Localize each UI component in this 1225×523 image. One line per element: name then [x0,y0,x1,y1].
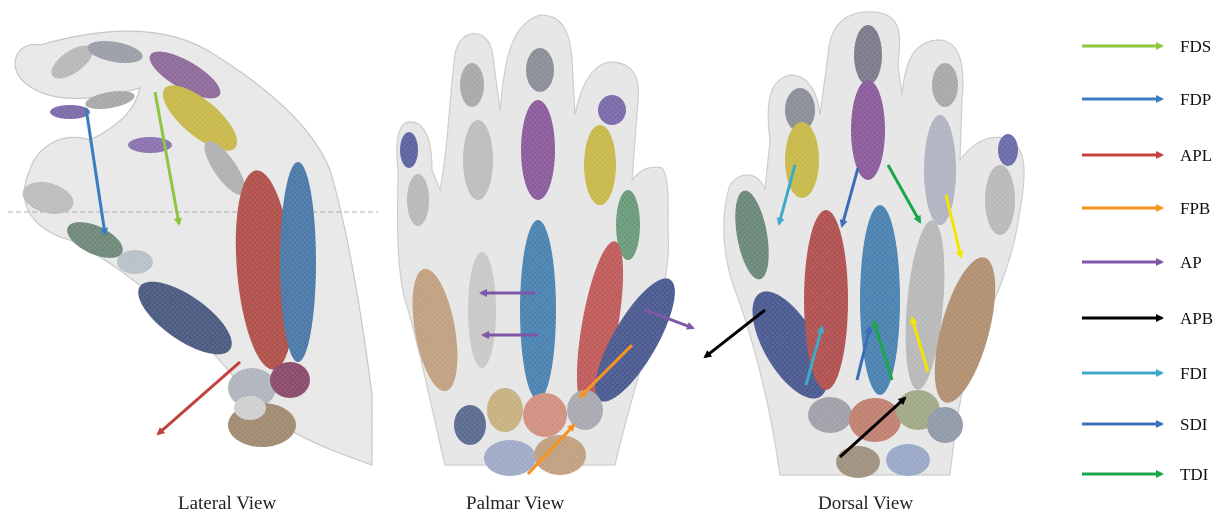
legend-label-apl: APL [1180,146,1212,165]
palmar-mesh-overlay [395,10,673,480]
legend-label-fds: FDS [1180,37,1211,56]
legend-label-ap: AP [1180,253,1202,272]
legend-label-sdi: SDI [1180,415,1208,434]
legend-item-apl: APL [1082,146,1212,165]
legend-item-fpb: FPB [1082,199,1210,218]
legend-item-tdi: TDI [1082,465,1209,484]
legend-label-tdi: TDI [1180,465,1209,484]
lateral-view-caption: Lateral View [178,493,276,515]
legend-label-apb: APB [1180,309,1213,328]
dorsal-view [705,10,1032,480]
legend-item-sdi: SDI [1082,415,1208,434]
palmar-view [395,10,693,480]
legend-item-ap: AP [1082,253,1202,272]
legend-item-fds: FDS [1082,37,1211,56]
legend-item-apb: APB [1082,309,1213,328]
legend-label-fpb: FPB [1180,199,1210,218]
legend-label-fdi: FDI [1180,364,1208,383]
dorsal-mesh-overlay [722,10,1032,480]
palmar-view-caption: Palmar View [466,493,564,515]
legend: FDS FDP APL FPB AP APB FDI SDI [1082,37,1213,484]
lateral-mesh-overlay [0,20,378,470]
legend-label-fdp: FDP [1180,90,1211,109]
legend-item-fdi: FDI [1082,364,1208,383]
dorsal-view-caption: Dorsal View [818,493,913,515]
lateral-view [0,20,378,470]
legend-item-fdp: FDP [1082,90,1211,109]
